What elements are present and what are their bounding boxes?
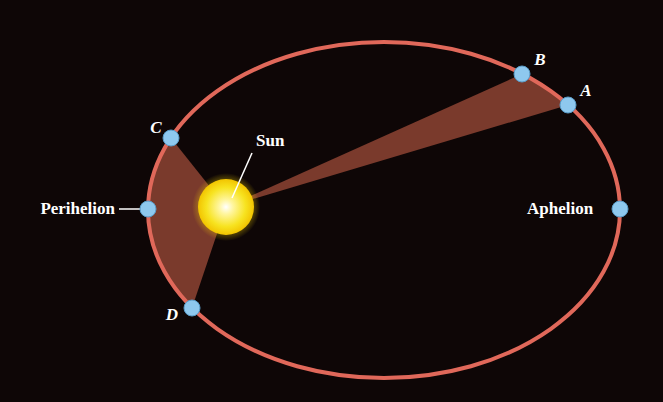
leader-line: [119, 208, 140, 210]
planet-point: [514, 66, 530, 82]
planet-point: [612, 201, 628, 217]
point-letter: B: [534, 51, 545, 70]
planet-points: [140, 66, 628, 316]
planet-point: [140, 201, 156, 217]
swept-area: [226, 74, 568, 207]
planet-point: [560, 97, 576, 113]
point-letter: C: [150, 119, 161, 138]
orbit-ellipse: [148, 42, 620, 378]
point-letter: A: [580, 82, 591, 101]
orbit-point-label: Perihelion: [40, 200, 115, 219]
body-name: Sun: [256, 132, 284, 151]
sun-disc: [198, 179, 254, 235]
sun-glow: [192, 173, 260, 241]
leader-line: [232, 153, 252, 198]
planet-point: [163, 130, 179, 146]
point-letter: D: [166, 306, 178, 325]
planet-point: [184, 300, 200, 316]
orbit-point-label: Aphelion: [527, 200, 593, 219]
